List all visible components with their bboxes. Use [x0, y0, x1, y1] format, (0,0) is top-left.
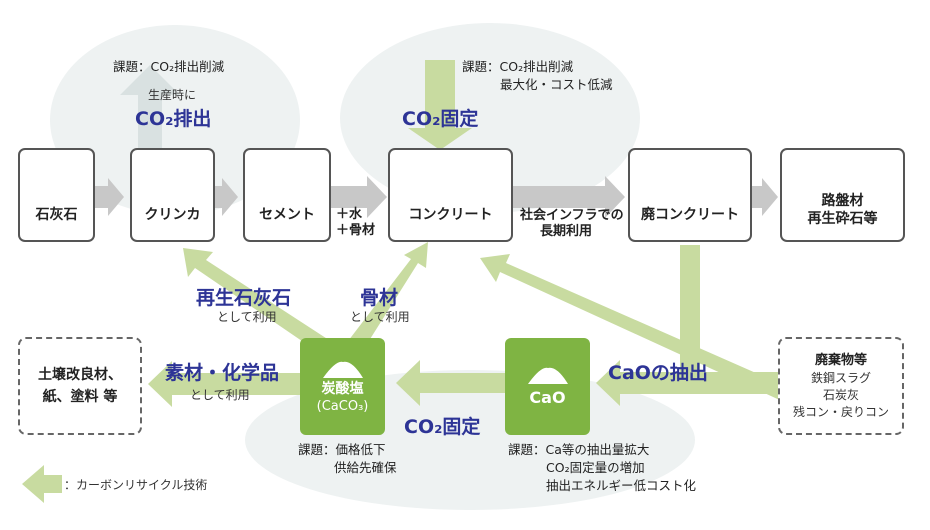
infra-use-line2: 長期利用 [540, 224, 593, 239]
carbonate-box: 炭酸塩 (CaCO₃) [300, 338, 385, 435]
soil-improvement-box: 土壌改良材、 紙、塗料 等 [18, 337, 142, 435]
soil-line1: 土壌改良材、 [38, 367, 122, 383]
carbonate-label-line1: 炭酸塩 [321, 381, 364, 397]
cao-issue-line2: CO₂固定量の増加 [546, 460, 645, 475]
plus-water-text: ＋水 [336, 207, 363, 222]
clinker-box: クリンカ [130, 148, 215, 242]
carbonate-powder-icon [322, 361, 363, 378]
legend-label: ：カーボンリサイクル技術 [64, 478, 208, 492]
cao-box: CaO [505, 338, 590, 435]
waste-title: 廃棄物等 [814, 353, 867, 368]
roadbed-box: 路盤材 再生砕石等 [780, 148, 905, 242]
recycled-limestone-sub: として利用 [217, 310, 277, 324]
fixation-issue-line2: 最大化・コスト低減 [500, 77, 613, 92]
fixation-issue-line1: 課題：CO₂排出削減 [462, 59, 574, 74]
concrete-box: コンクリート [388, 148, 513, 242]
materials-chemicals-title: 素材・化学品 [165, 362, 280, 384]
arrow-cement-concrete [330, 176, 387, 218]
limestone-box: 石灰石 [18, 148, 95, 242]
co2-emission-title: CO₂排出 [135, 108, 212, 130]
aggregate-sub: として利用 [350, 310, 410, 324]
arrow-waste-cao [596, 360, 778, 406]
cao-issue-line1: 課題：Ca等の抽出量拡大 [508, 442, 650, 457]
waste-line1: 鉄鋼スラグ [810, 371, 871, 385]
arrow-limestone-clinker [92, 178, 124, 216]
waste-line2: 石炭灰 [822, 388, 859, 402]
waste-line3: 残コン・戻りコン [792, 405, 889, 419]
carbonate-issue-line2: 供給先確保 [334, 460, 397, 475]
waste-materials-box: 廃棄物等 鉄鋼スラグ 石炭灰 残コン・戻りコン [778, 337, 904, 435]
cao-issue-line3: 抽出エネルギー低コスト化 [546, 478, 697, 493]
arrow-waste-concrete [480, 254, 790, 402]
co2-fixation-title: CO₂固定 [402, 108, 479, 130]
cao-extraction-title: CaOの抽出 [608, 362, 708, 384]
carbonate-issue-line1: 課題：価格低下 [298, 442, 386, 457]
concrete-label: コンクリート [408, 207, 493, 223]
limestone-label: 石灰石 [35, 207, 78, 223]
arrow-carbonate-materials [148, 361, 300, 407]
arrow-carbonate-clinker [183, 248, 332, 352]
co2-emission-arrow [120, 65, 180, 148]
arrow-carbonate-concrete [345, 242, 428, 355]
arrow-cao-carbonate [396, 360, 505, 406]
recycled-limestone-title: 再生石灰石 [196, 287, 292, 309]
cao-label: CaO [529, 387, 566, 407]
carbonate-label-line2: (CaCO₃) [316, 399, 369, 414]
waste-concrete-box: 廃コンクリート [628, 148, 752, 242]
emission-issue-text: 課題：CO₂排出削減 [113, 59, 225, 74]
co2-fix-down-arrow [408, 60, 472, 150]
plus-aggregate-text: ＋骨材 [336, 223, 376, 238]
materials-sub: として利用 [190, 388, 250, 402]
cement-box: セメント [243, 148, 331, 242]
arrow-waste-roadbed [752, 178, 778, 216]
soil-line2: 紙、塗料 等 [42, 389, 118, 405]
cao-powder-icon [527, 367, 568, 384]
clinker-label: クリンカ [144, 207, 201, 223]
infra-use-line1: 社会インフラでの [520, 208, 624, 223]
co2-fixation-bottom-title: CO₂固定 [404, 416, 481, 438]
arrow-clinker-cement [208, 178, 238, 216]
legend-arrow-icon [22, 465, 62, 503]
arrow-concrete-waste [512, 176, 625, 218]
cement-label: セメント [259, 207, 315, 223]
roadbed-label-line1: 路盤材 [821, 193, 864, 209]
emission-timing-text: 生産時に [148, 88, 197, 102]
waste-concrete-label: 廃コンクリート [641, 207, 739, 223]
roadbed-label-line2: 再生砕石等 [807, 211, 878, 227]
bg-blob-left [50, 25, 300, 215]
aggregate-title: 骨材 [360, 287, 399, 309]
